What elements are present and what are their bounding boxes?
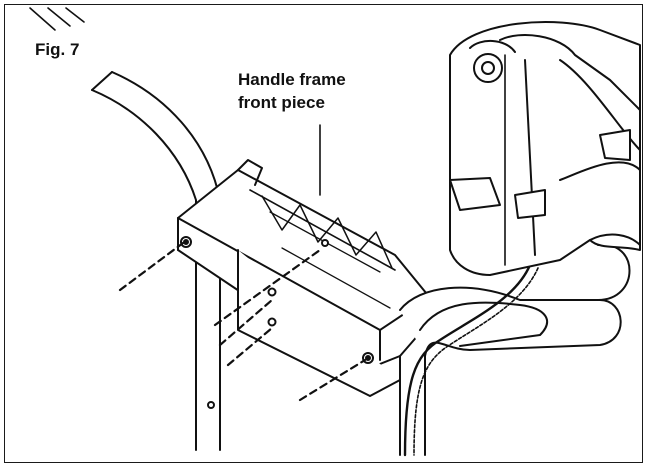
screw-insertion-lines: [118, 241, 367, 402]
callout-line-1: Handle frame: [238, 70, 346, 89]
callout-line-2: front piece: [238, 93, 325, 112]
cable: [403, 263, 539, 457]
left-handle-tube: [29, 7, 221, 451]
control-box: [449, 21, 641, 276]
handle-frame-front-piece: [177, 159, 441, 397]
figure-label: Fig. 7: [35, 40, 80, 59]
right-handle-tube: [399, 243, 631, 456]
part-callout: Handle frame front piece: [238, 68, 346, 114]
